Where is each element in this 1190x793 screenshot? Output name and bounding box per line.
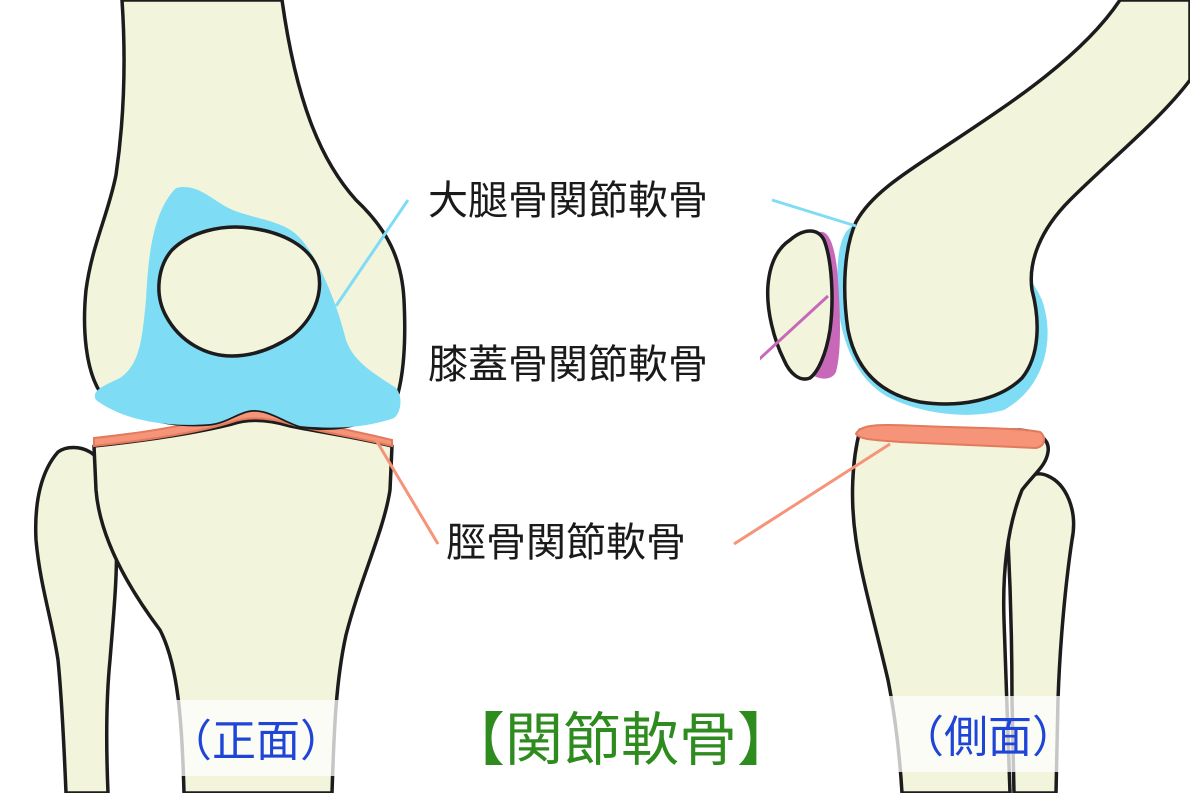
side-patella	[765, 229, 834, 381]
side-tibial-cartilage	[854, 423, 1046, 450]
front-view	[33, 0, 407, 793]
tibial-label-bg	[440, 512, 732, 568]
side-view-label: （側面）	[900, 712, 1076, 763]
tibial-cartilage-label: 脛骨関節軟骨	[446, 520, 686, 566]
femoral-leader-front	[334, 199, 410, 307]
femoral-leader-side	[771, 198, 857, 228]
tibial-leader-front	[374, 439, 440, 545]
front-view-label-bg	[156, 700, 356, 776]
side-femur	[842, 0, 1190, 406]
title-bg	[412, 686, 830, 778]
front-tibia	[92, 418, 394, 793]
patellar-label-bg	[420, 334, 760, 390]
diagram-title: 【関節軟骨】	[447, 706, 795, 774]
tibial-leader-side	[733, 442, 891, 546]
femoral-cartilage-label: 大腿骨関節軟骨	[428, 178, 708, 224]
patellar-leader	[752, 294, 830, 366]
femoral-label-bg	[420, 170, 760, 226]
patellar-cartilage-label: 膝蓋骨関節軟骨	[428, 342, 708, 388]
front-view-label: （正面）	[168, 716, 344, 767]
side-view	[765, 0, 1190, 793]
front-intercondylar-notch	[157, 225, 322, 358]
side-view-label-bg	[888, 696, 1088, 772]
